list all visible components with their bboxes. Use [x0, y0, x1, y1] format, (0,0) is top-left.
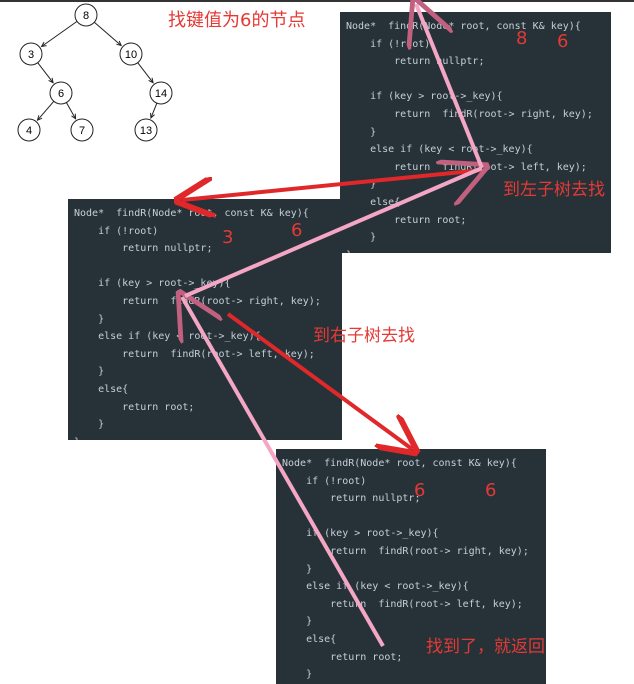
- code-line: }: [74, 313, 105, 325]
- code-line: }: [282, 563, 313, 575]
- code-line: else if (key < root->_key){: [74, 331, 261, 343]
- tree-edge-arrowhead: [48, 77, 54, 84]
- tree-edge-8-10: [93, 21, 122, 46]
- tree-node-label-6: 6: [58, 88, 64, 100]
- code-line: else{: [74, 383, 129, 395]
- tree-node-label-4: 4: [26, 125, 32, 137]
- code-line: return findR(root-> right, key);: [74, 295, 321, 307]
- tree-nodes: 8 3 10 6 14 4 7 13: [17, 3, 173, 142]
- tree-node-label-10: 10: [125, 49, 137, 61]
- frame-1-root-value: 8: [516, 28, 528, 49]
- code-line: }: [346, 126, 377, 138]
- frame-3-root-value: 6: [414, 480, 426, 501]
- code-line: else if (key < root->_key){: [282, 581, 469, 593]
- code-line: if (!root): [74, 225, 159, 237]
- code-line: return root;: [74, 401, 195, 413]
- tree-edge-14-13: [150, 103, 158, 119]
- tree-edge-arrowhead: [40, 41, 47, 48]
- tree-edge-arrowhead: [116, 40, 123, 47]
- code-line: if (key > root->_key){: [282, 528, 439, 540]
- code-panel-frame-1: Node* findR(Node* root, const K& key){ i…: [340, 12, 611, 253]
- tree-node-label-13: 13: [140, 125, 152, 137]
- code-line: }: [346, 232, 377, 244]
- tree-node-10: [119, 42, 143, 66]
- tree-edge-8-3: [41, 20, 78, 47]
- tree-edge-6-7: [65, 102, 77, 119]
- tree-edge-6-4: [37, 100, 55, 121]
- binary-search-tree: 8 3 10 6 14 4 7 13: [17, 3, 173, 142]
- code-line: return findR(root-> left, key);: [282, 598, 523, 610]
- tree-node-7: [70, 118, 94, 142]
- code-line: Node* findR(Node* root, const K& key){: [282, 458, 517, 469]
- tree-node-6: [49, 81, 73, 105]
- tree-edges: [36, 20, 158, 122]
- frame-1-key-value: 6: [557, 31, 569, 52]
- tree-node-label-8: 8: [83, 10, 89, 22]
- tree-node-4: [17, 118, 41, 142]
- frame-3-key-value: 6: [485, 480, 497, 501]
- page-title: 找键值为6的节点: [168, 10, 306, 31]
- code-line: }: [74, 434, 336, 440]
- code-line: if (key > root->_key){: [74, 278, 231, 290]
- code-line: return nullptr;: [282, 493, 421, 505]
- tree-node-8: [74, 3, 98, 27]
- code-line: else if (key < root->_key){: [346, 144, 533, 156]
- code-line: [282, 508, 540, 526]
- code-line: return root;: [346, 214, 467, 226]
- found-note: 找到了，就返回: [426, 637, 545, 657]
- code-line: [346, 71, 605, 89]
- tree-node-13: [134, 118, 158, 142]
- code-line: return findR(root-> left, key);: [74, 348, 315, 360]
- code-line: [74, 258, 336, 276]
- code-line: }: [282, 616, 313, 628]
- code-line: if (key > root->_key){: [346, 91, 503, 103]
- tree-edge-arrowhead: [71, 113, 77, 120]
- code-line: }: [282, 669, 313, 681]
- tree-edge-arrowhead: [148, 77, 154, 84]
- code-line: }: [74, 419, 105, 431]
- tree-edge-3-6: [37, 62, 54, 84]
- go-left-note: 到左子树去找: [503, 180, 605, 200]
- code-line: if (!root): [282, 475, 367, 487]
- tree-node-label-7: 7: [79, 125, 85, 137]
- tree-node-label-14: 14: [155, 88, 167, 100]
- frame-2-root-value: 3: [222, 227, 234, 248]
- tree-edge-arrowhead: [36, 115, 43, 122]
- code-line: return nullptr;: [346, 56, 485, 68]
- tree-node-label-3: 3: [28, 49, 34, 61]
- code-line: return findR(root-> left, key);: [346, 161, 587, 173]
- code-line: return findR(root-> right, key);: [282, 545, 529, 557]
- tree-node-14: [149, 81, 173, 105]
- tree-edge-arrowhead: [150, 112, 155, 120]
- code-line: return nullptr;: [74, 243, 213, 255]
- tree-edge-10-14: [137, 62, 154, 84]
- top-border: [0, 0, 634, 2]
- tree-node-3: [19, 42, 43, 66]
- code-line: }: [74, 366, 105, 378]
- go-right-note: 到右子树去找: [313, 326, 415, 346]
- code-line: return findR(root-> right, key);: [346, 108, 593, 120]
- code-line: return root;: [282, 651, 403, 663]
- code-line: }: [346, 247, 605, 253]
- frame-2-key-value: 6: [291, 220, 303, 241]
